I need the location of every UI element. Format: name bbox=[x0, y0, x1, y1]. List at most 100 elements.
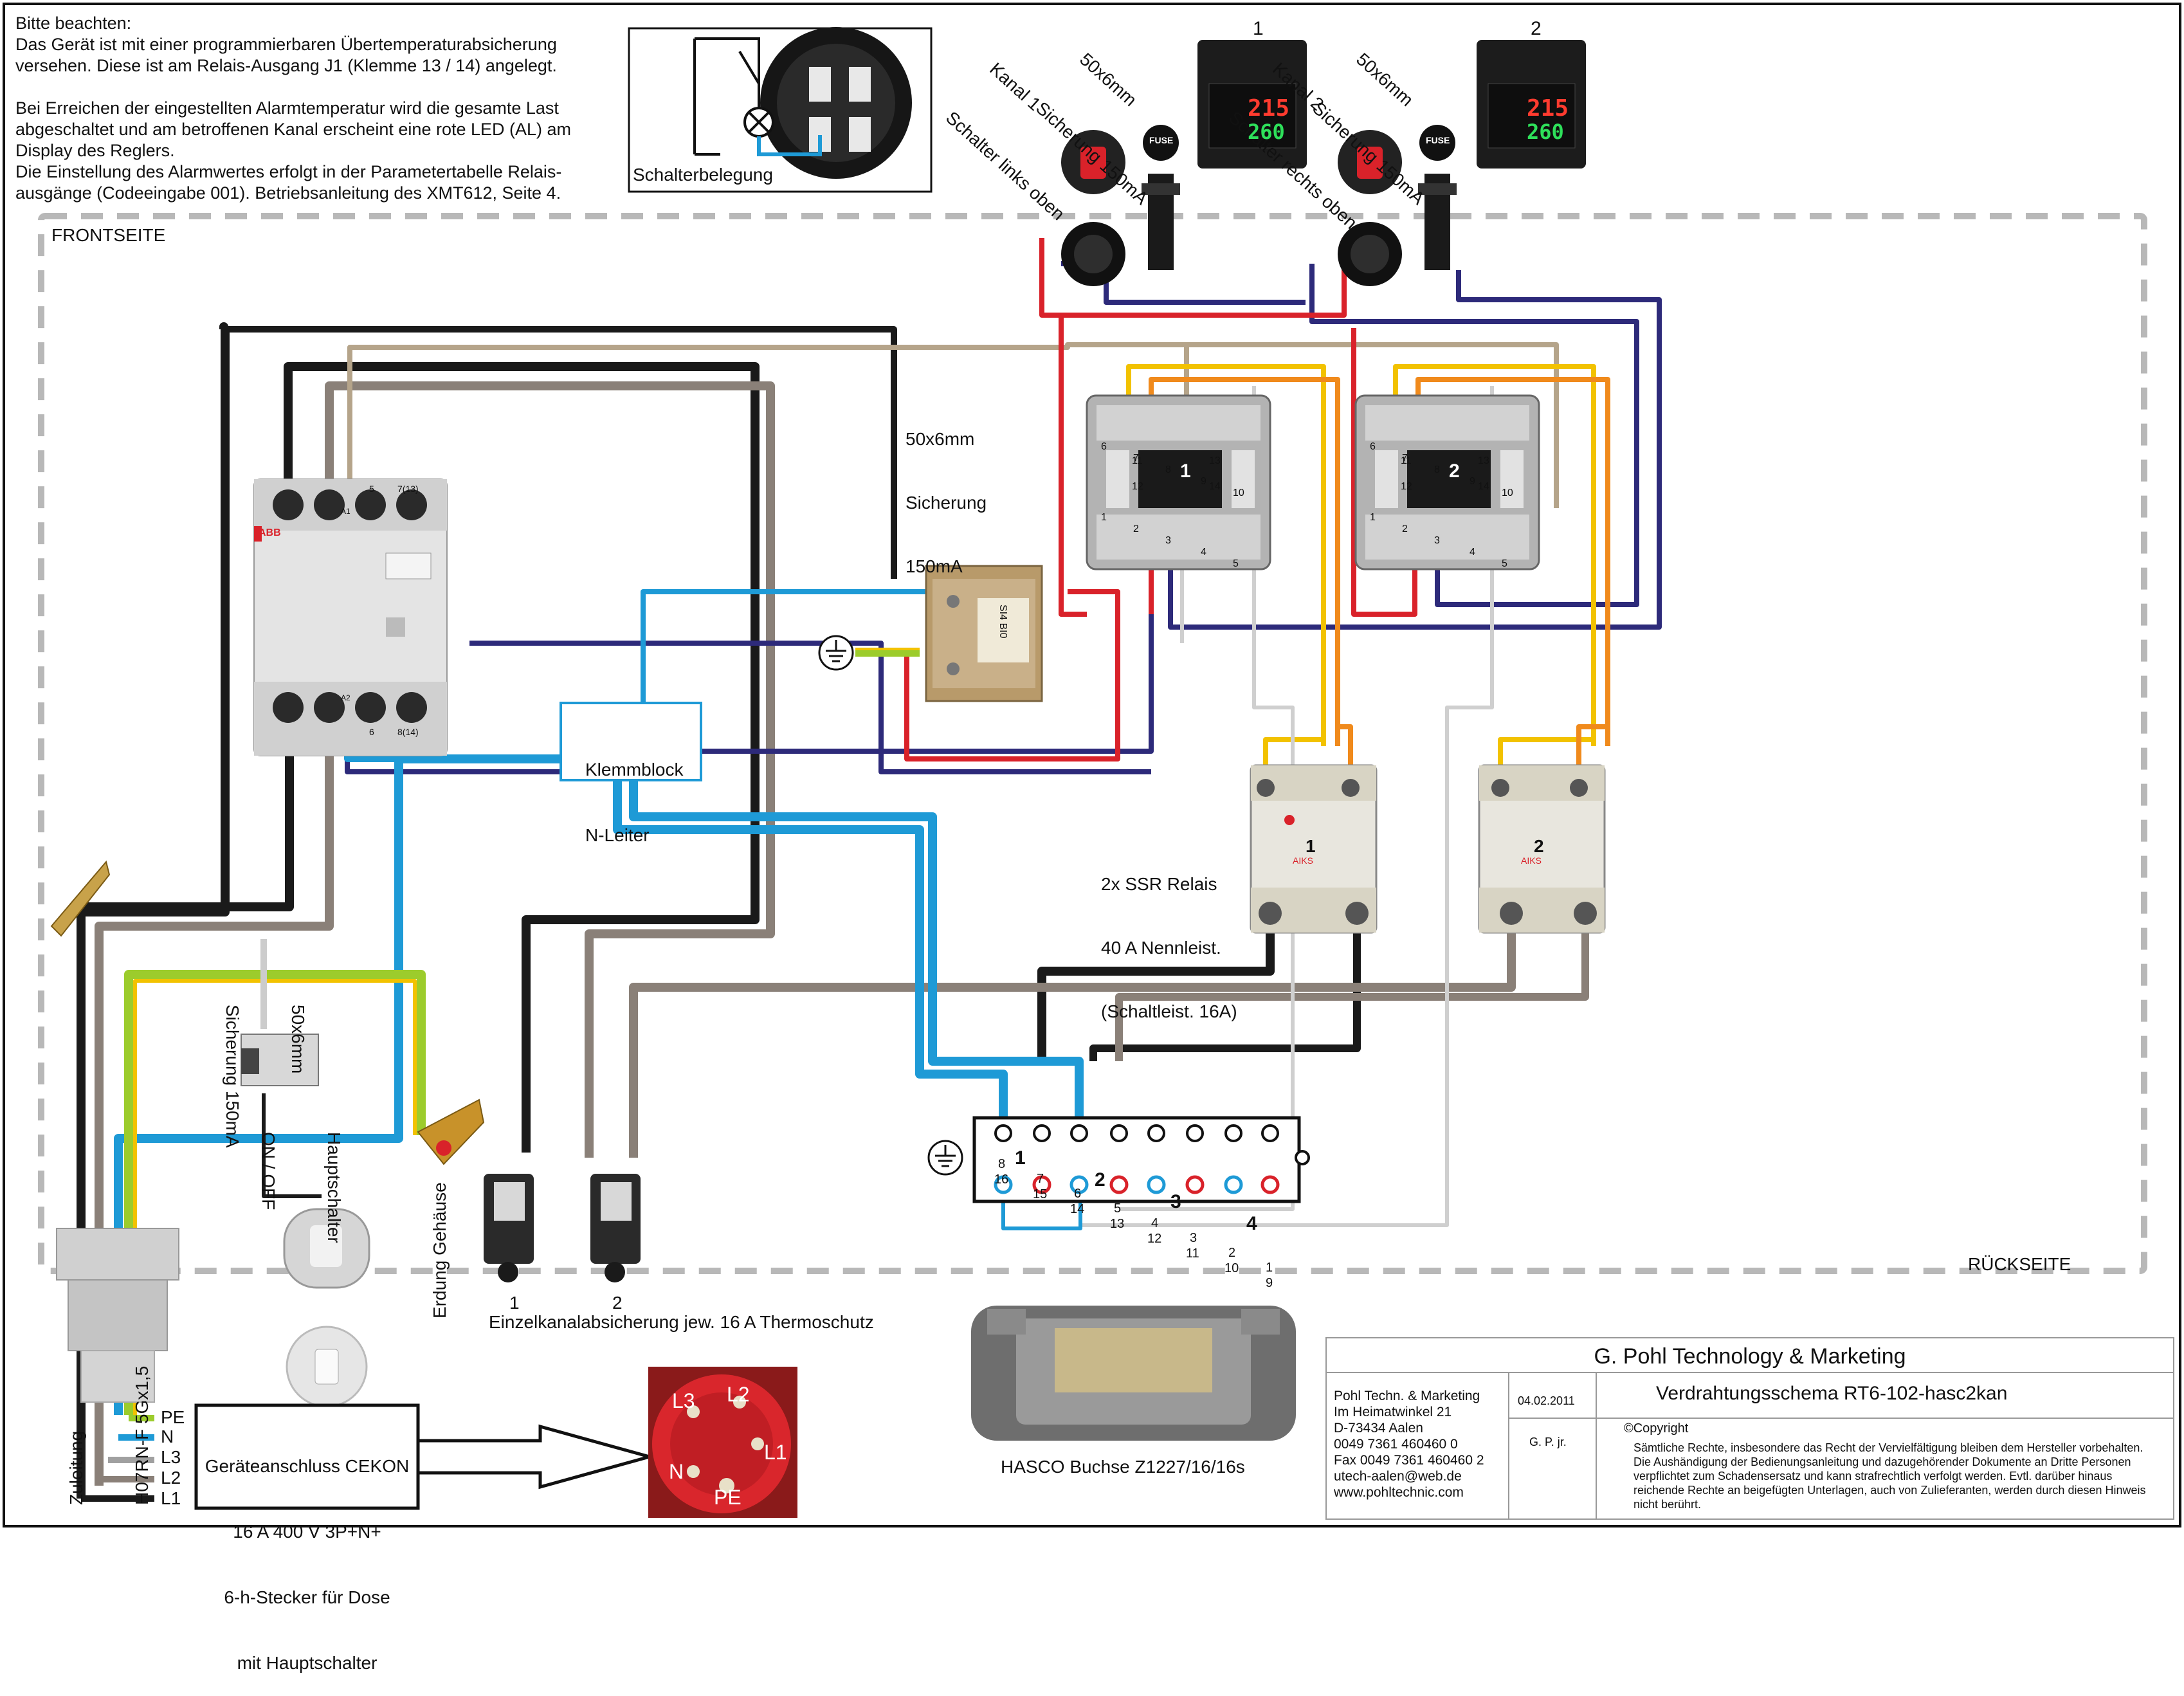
fuse-mid-line-1: 50x6mm bbox=[905, 429, 975, 449]
rocker-switch-2 bbox=[1338, 130, 1402, 286]
relay-2-pin-11: 11 bbox=[1401, 455, 1412, 466]
contactor-term-bottom-6: 6 bbox=[369, 727, 374, 737]
relay-1-pins-bottom: 1 2 3 4 5 bbox=[1101, 500, 1239, 570]
tb-addr-3: D-73434 Aalen bbox=[1334, 1421, 1423, 1436]
tb-addr-1: Pohl Techn. & Marketing bbox=[1334, 1389, 1480, 1403]
tb-addr-7: www.pohltechnic.com bbox=[1334, 1485, 1464, 1500]
wire-label-l1: L1 bbox=[161, 1488, 181, 1508]
wire-label-n: N bbox=[161, 1427, 174, 1446]
relay-2-pin-7: 7 bbox=[1402, 453, 1408, 464]
wire-label-l3: L3 bbox=[161, 1447, 181, 1467]
relay-1-pin-4: 4 bbox=[1201, 547, 1206, 558]
relay-2-pin-2: 2 bbox=[1402, 524, 1408, 534]
controller-1-display-bottom: 260 bbox=[1248, 120, 1285, 144]
term-group-3: 3 bbox=[1170, 1191, 1181, 1212]
relay-2-pin-13: 13 bbox=[1478, 455, 1489, 466]
contactor-term-top-5: 5 bbox=[369, 484, 374, 494]
label-frontseite: FRONTSEITE bbox=[51, 225, 166, 245]
relay-1-pin-9: 9 bbox=[1201, 476, 1206, 487]
cee-plug bbox=[648, 1367, 797, 1518]
thermo-breaker-2 bbox=[590, 1174, 641, 1282]
relay-1-pin-12: 12 bbox=[1132, 481, 1143, 492]
temperature-controller-1 bbox=[1197, 40, 1307, 169]
klemmblock-line-2: N-Leiter bbox=[585, 825, 650, 845]
notes-heading: Bitte beachten: bbox=[15, 14, 132, 33]
housing-outline bbox=[38, 213, 2147, 1274]
transformer-code: SI4 BI0 bbox=[997, 605, 1008, 639]
term-bottom-16: 16 bbox=[994, 1172, 1009, 1187]
plug-label-n: N bbox=[669, 1460, 684, 1483]
ssr-1-brand: AIKS bbox=[1293, 855, 1313, 866]
contactor-top-terms: 5 7(13) bbox=[360, 484, 419, 515]
relay-socket-2 bbox=[1354, 394, 1540, 570]
thermo-2-number: 2 bbox=[612, 1293, 623, 1313]
earth-lug bbox=[417, 1099, 485, 1165]
outer-frame bbox=[3, 3, 2181, 1527]
klemmblock-line-1: Klemmblock bbox=[585, 760, 684, 780]
relay-2-number: 2 bbox=[1449, 460, 1460, 482]
term-top-1: 1 bbox=[1266, 1261, 1273, 1275]
tb-address: Pohl Techn. & Marketing Im Heimatwinkel … bbox=[1334, 1388, 1484, 1500]
fuse-mid-line-2: Sicherung bbox=[905, 493, 987, 513]
relay-2-pin-8: 8 bbox=[1434, 464, 1440, 475]
term-bottom-10: 10 bbox=[1224, 1261, 1239, 1275]
wire-label-l2: L2 bbox=[161, 1468, 181, 1488]
tb-company: G. Pohl Technology & Marketing bbox=[1594, 1344, 1906, 1369]
fuse-holder-left bbox=[241, 1034, 319, 1086]
relay-1-number: 1 bbox=[1180, 460, 1191, 482]
relay-1-pin-10: 10 bbox=[1233, 488, 1244, 498]
notes-para-3: Die Einstellung des Alarmwertes erfolgt … bbox=[15, 162, 562, 203]
wiring-diagram: Bitte beachten: Das Gerät ist mit einer … bbox=[3, 3, 2181, 1673]
relay-2-pin-1: 1 bbox=[1370, 512, 1376, 523]
ssr-label: 2x SSR Relais 40 A Nennleist. (Schaltlei… bbox=[1101, 831, 1237, 1043]
terminal-group-labels: 1 2 3 4 bbox=[1015, 1126, 1257, 1235]
ssr-line-3: (Schaltleist. 16A) bbox=[1101, 1001, 1237, 1021]
main-switch bbox=[283, 1208, 370, 1289]
relay-1-pins-mid: 11 12 13 14 bbox=[1132, 455, 1221, 513]
tb-copyright: ©Copyright bbox=[1624, 1421, 1689, 1436]
tb-addr-2: Im Heimatwinkel 21 bbox=[1334, 1405, 1452, 1419]
relay-1-pin-11: 11 bbox=[1132, 455, 1143, 466]
transformer bbox=[925, 565, 1043, 702]
relay-2-pin-6: 6 bbox=[1370, 441, 1376, 452]
relay-1-pin-6: 6 bbox=[1101, 441, 1107, 452]
fuse-left-line-1: 50x6mm bbox=[288, 1005, 308, 1074]
contactor-term-bottom-8: 8(14) bbox=[397, 727, 419, 737]
notes-para-2: Bei Erreichen der eingestellten Alarmtem… bbox=[15, 98, 572, 160]
relay-1-pin-14: 14 bbox=[1209, 481, 1221, 492]
controller-2-display-bottom: 260 bbox=[1527, 120, 1564, 144]
term-group-2: 2 bbox=[1095, 1169, 1106, 1190]
hasco-socket bbox=[971, 1306, 1296, 1441]
contactor bbox=[253, 479, 448, 756]
ssr-line-1: 2x SSR Relais bbox=[1101, 874, 1217, 894]
tb-date: 04.02.2011 bbox=[1518, 1394, 1575, 1407]
cekon-line-4: mit Hauptschalter bbox=[237, 1653, 378, 1673]
controller-1-number: 1 bbox=[1253, 18, 1264, 39]
ssr-line-2: 40 A Nennleist. bbox=[1101, 938, 1221, 958]
relay-2-pins-bottom: 1 2 3 4 5 bbox=[1370, 500, 1507, 570]
plug-label-l2: L2 bbox=[727, 1383, 750, 1406]
controller-1-display-top: 215 bbox=[1248, 95, 1290, 122]
term-bottom-13: 13 bbox=[1110, 1217, 1125, 1231]
term-top-5: 5 bbox=[1114, 1201, 1122, 1216]
fuse-holder-2 bbox=[1418, 125, 1457, 270]
relay-1-pin-3: 3 bbox=[1165, 535, 1171, 546]
label-fuse-mid: 50x6mm Sicherung 150mA bbox=[905, 386, 987, 598]
temperature-controller-2 bbox=[1477, 40, 1586, 169]
plug-label-l3: L3 bbox=[672, 1389, 695, 1412]
relay-2-pin-4: 4 bbox=[1470, 547, 1475, 558]
hauptschalter-line-1: Hauptschalter bbox=[324, 1132, 344, 1243]
relay-1-pin-8: 8 bbox=[1165, 464, 1171, 475]
term-top-8: 8 bbox=[998, 1157, 1006, 1171]
controller-2-number: 2 bbox=[1531, 18, 1542, 39]
notes-block: Bitte beachten: Das Gerät ist mit einer … bbox=[15, 13, 626, 225]
contactor-a2: A2 bbox=[341, 693, 350, 702]
ssr-relay-2 bbox=[1478, 764, 1606, 934]
fuse-left-line-2: Sicherung 150mA bbox=[223, 1005, 242, 1148]
term-top-4: 4 bbox=[1151, 1216, 1159, 1230]
ssr-2-number: 2 bbox=[1534, 836, 1544, 856]
ssr-relay-1 bbox=[1250, 764, 1378, 934]
controller-2-display-top: 215 bbox=[1527, 95, 1569, 122]
fuse-holder-1 bbox=[1142, 125, 1180, 270]
relay-2-pin-10: 10 bbox=[1502, 488, 1513, 498]
